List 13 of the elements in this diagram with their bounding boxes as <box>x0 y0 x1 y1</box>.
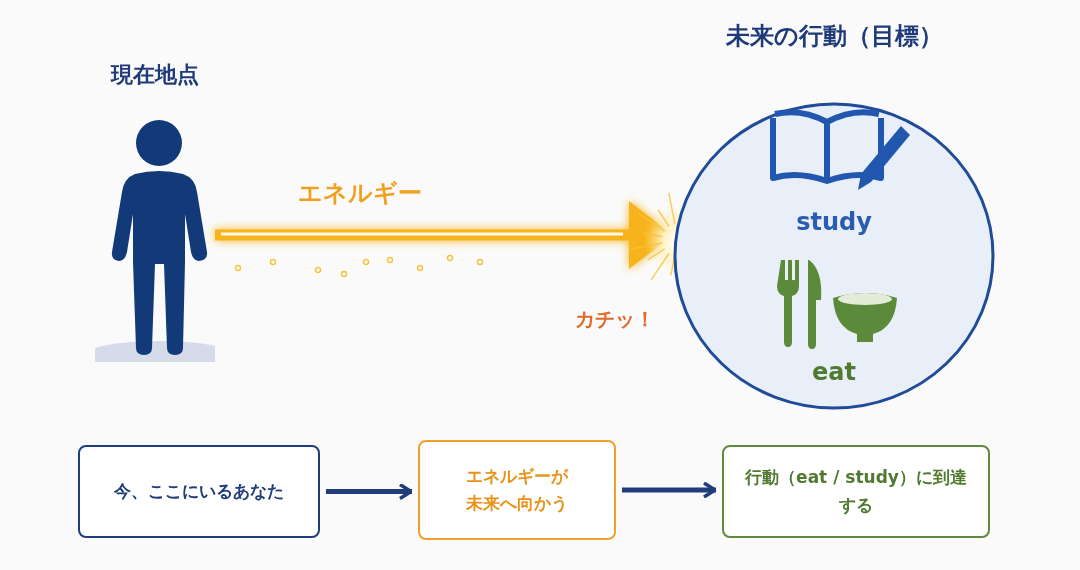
process-box <box>418 440 616 540</box>
heading: 未来の行動（目標） <box>724 21 944 52</box>
box-text: 行動（eat / study）に到達する <box>744 466 968 517</box>
goal-label: eat <box>811 358 857 386</box>
box-text: エネルギーが未来へ向かう <box>465 464 570 515</box>
heading: 現在地点 <box>109 61 200 89</box>
process-box <box>78 445 320 538</box>
arrow <box>622 481 717 499</box>
box-text: 今、ここにいるあなた <box>113 479 285 503</box>
exclamation-label: カチッ！ <box>575 306 655 333</box>
goal-label: study <box>795 208 873 236</box>
arrow <box>326 482 413 501</box>
process-box <box>722 445 990 538</box>
